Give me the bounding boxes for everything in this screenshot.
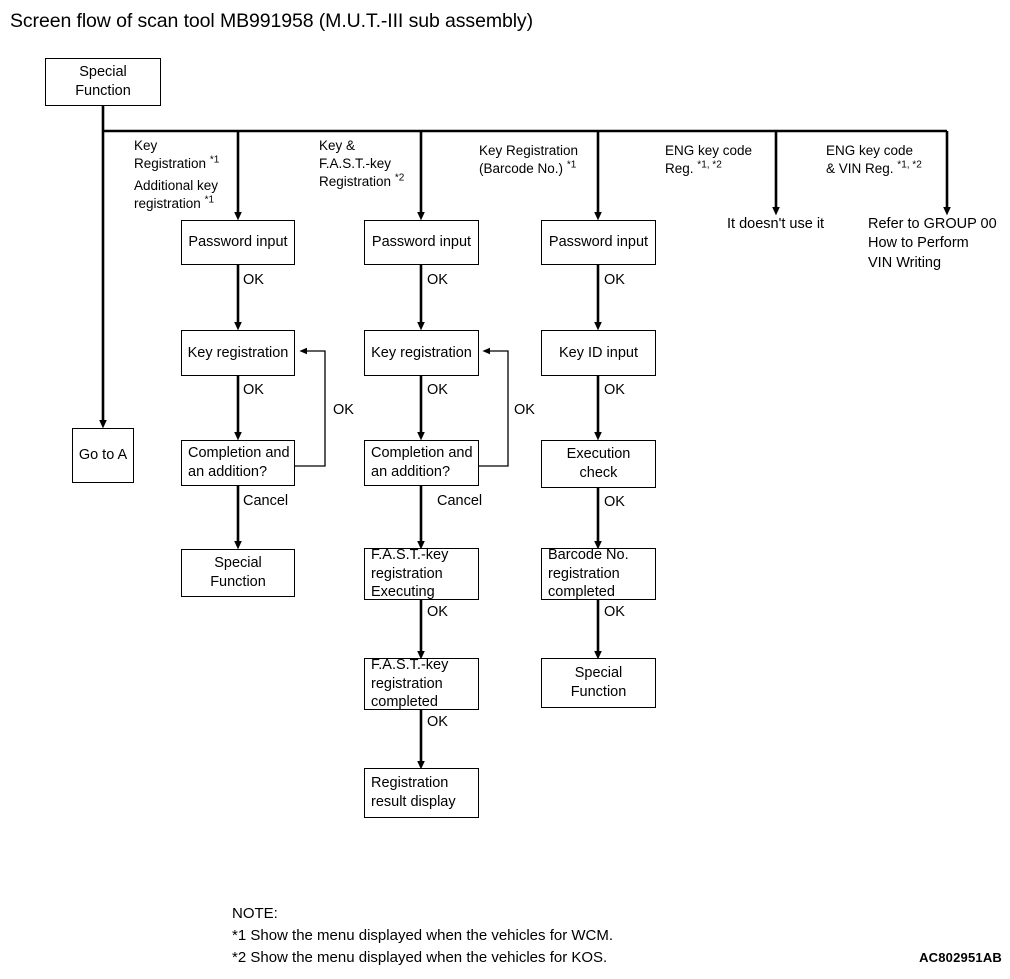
branch-label-additional-key-registration: Additional key registration *1 <box>134 178 219 211</box>
node-text-line: Key registration <box>371 344 472 361</box>
node-password-input-1[interactable]: Password input <box>181 220 295 265</box>
node-text-line: Function <box>210 574 266 590</box>
node-execution-check[interactable]: Execution check <box>541 440 656 488</box>
node-password-input-2[interactable]: Password input <box>364 220 479 265</box>
edge-label-cancel-1: Cancel <box>243 493 289 509</box>
node-text-line: Barcode No. <box>548 546 629 563</box>
node-go-to-a[interactable]: Go to A <box>72 428 134 483</box>
node-text-line: Special <box>79 64 127 81</box>
node-text-line: Function <box>570 684 627 700</box>
node-text-line: Go to A <box>78 447 128 464</box>
node-text-line: Completion and <box>371 445 473 462</box>
node-text-line: Function <box>75 83 131 99</box>
node-text-line: Password input <box>188 234 288 251</box>
node-text-line: registration <box>371 675 443 692</box>
node-text-line: an addition? <box>371 464 451 480</box>
loop-label-ok-2: OK <box>514 402 535 418</box>
edge-label-ok-3-4: OK <box>604 604 625 620</box>
node-completion-and-addition-1[interactable]: Completion and an addition? <box>181 440 295 486</box>
drawing-reference-code: AC802951AB <box>919 950 1002 965</box>
node-text-line: Key ID input <box>559 344 638 361</box>
node-text-line: F.A.S.T.-key <box>371 546 449 563</box>
node-special-function-1[interactable]: Special Function <box>181 549 295 597</box>
node-key-registration-1[interactable]: Key registration <box>181 330 295 376</box>
edge-label-ok-3-2: OK <box>604 382 625 398</box>
edge-label-ok-2-4: OK <box>427 604 448 620</box>
node-special-function-root[interactable]: Special Function <box>45 58 161 106</box>
node-text-line: an addition? <box>188 464 268 480</box>
node-text-line: Special <box>214 555 262 572</box>
node-text-line: Key registration <box>187 344 289 361</box>
node-key-registration-2[interactable]: Key registration <box>364 330 479 376</box>
node-barcode-no-registration-completed[interactable]: Barcode No. registration completed <box>541 546 656 601</box>
node-text-line: completed <box>371 694 438 711</box>
edge-label-ok-3-1: OK <box>604 272 625 288</box>
node-completion-and-addition-2[interactable]: Completion and an addition? <box>364 440 479 486</box>
node-text-line: check <box>579 465 618 481</box>
node-text-line: Registration <box>371 775 449 792</box>
edge-label-ok-2-1: OK <box>427 272 448 288</box>
node-password-input-3[interactable]: Password input <box>541 220 656 265</box>
edge-label-ok-2-2: OK <box>427 382 448 398</box>
node-special-function-3[interactable]: Special Function <box>541 658 656 708</box>
branch-label-key-registration: Key Registration *1 <box>134 138 220 171</box>
edge-label-ok-3-3: OK <box>604 494 625 510</box>
branch-label-key-and-fast-key-registration: Key & F.A.S.T.-key Registration *2 <box>319 138 405 189</box>
edge-label-ok-2-5: OK <box>427 714 448 730</box>
node-text-line: F.A.S.T.-key <box>371 656 449 673</box>
note-line-1: *1 Show the menu displayed when the vehi… <box>232 927 614 945</box>
node-text-line: registration <box>371 565 443 582</box>
branch-label-eng-key-code-vin-reg: ENG key code & VIN Reg. *1, *2 <box>826 143 922 176</box>
note-block: NOTE: *1 Show the menu displayed when th… <box>232 903 613 969</box>
loop-label-ok-1: OK <box>333 402 354 418</box>
node-key-id-input[interactable]: Key ID input <box>541 330 656 376</box>
node-text-line: Password input <box>548 234 649 251</box>
node-text-line: result display <box>371 794 456 810</box>
outcome-eng-key-code-vin-reg: Refer to GROUP 00 How to Perform VIN Wri… <box>868 216 997 271</box>
note-line-2: *2 Show the menu displayed when the vehi… <box>232 949 608 967</box>
outcome-eng-key-code-reg: It doesn't use it <box>727 216 825 232</box>
node-text-line: registration <box>548 565 620 582</box>
node-text-line: completed <box>548 584 615 601</box>
node-text-line: Password input <box>371 234 472 251</box>
branch-label-key-registration-barcode: Key Registration (Barcode No.) *1 <box>479 143 579 176</box>
node-fast-key-registration-completed[interactable]: F.A.S.T.-key registration completed <box>364 656 479 711</box>
node-fast-key-registration-executing[interactable]: F.A.S.T.-key registration Executing <box>364 546 479 601</box>
edge-label-ok-1-1: OK <box>243 272 264 288</box>
edge-label-ok-1-2: OK <box>243 382 264 398</box>
branch-label-eng-key-code-reg: ENG key code Reg. *1, *2 <box>665 143 753 176</box>
node-text-line: Completion and <box>188 445 290 462</box>
node-text-line: Special <box>574 665 623 682</box>
note-heading: NOTE: <box>232 905 278 922</box>
node-text-line: Executing <box>371 584 435 601</box>
page-title: Screen flow of scan tool MB991958 (M.U.T… <box>10 10 533 32</box>
edge-label-cancel-2: Cancel <box>437 493 483 509</box>
node-registration-result-display[interactable]: Registration result display <box>364 768 479 818</box>
node-text-line: Execution <box>566 446 631 463</box>
